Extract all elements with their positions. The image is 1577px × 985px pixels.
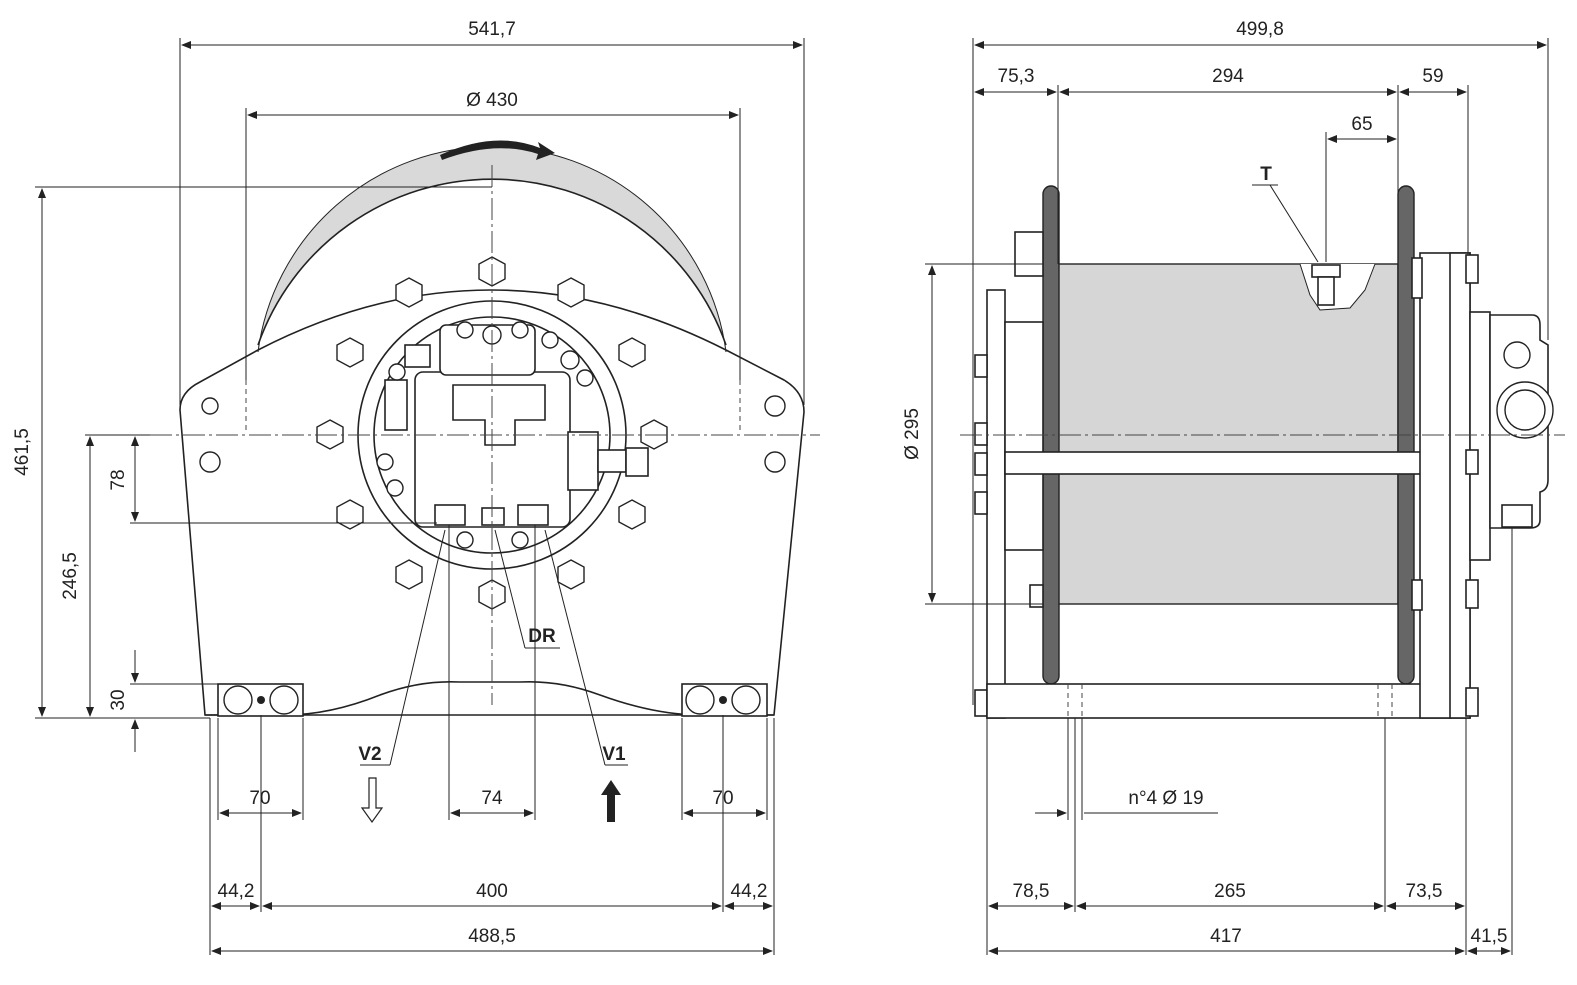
dim-base-right: 73,5: [1406, 881, 1443, 902]
label-port-t: T: [1260, 164, 1272, 185]
mounting-feet: [217, 683, 768, 717]
dim-edge-left: 44,2: [218, 881, 255, 902]
drum-crescent: [258, 146, 726, 352]
dim-base-width: 488,5: [468, 926, 516, 947]
dim-overall-width: 541,7: [468, 19, 516, 40]
label-port-v1: V1: [602, 744, 626, 765]
dim-drum-diameter-side: Ø 295: [902, 408, 923, 460]
dim-overall-height: 461,5: [12, 428, 33, 476]
base-frame: [986, 683, 1452, 719]
dim-edge-right: 44,2: [731, 881, 768, 902]
dim-base-length: 417: [1210, 926, 1242, 947]
dim-bolt-spacing: 400: [476, 881, 508, 902]
label-port-dr: DR: [528, 626, 556, 647]
dim-right-offset: 59: [1422, 66, 1443, 87]
dim-drum-length: 294: [1212, 66, 1244, 87]
dim-mounting-holes: n°4 Ø 19: [1128, 788, 1203, 809]
dim-port-spacing: 74: [481, 788, 503, 809]
dim-motor-overhang: 41,5: [1471, 926, 1508, 947]
inflow-arrow-icon: [601, 780, 621, 822]
dim-foot-left-width: 70: [249, 788, 270, 809]
drum: [1057, 263, 1399, 605]
dim-drum-diameter: Ø 430: [466, 90, 518, 111]
dim-base-left: 78,5: [1013, 881, 1050, 902]
dim-port-offset: 78: [108, 469, 129, 490]
dim-axis-height: 246,5: [60, 552, 81, 600]
label-port-v2: V2: [358, 744, 381, 765]
dim-tank-port-offset: 65: [1351, 114, 1372, 135]
dim-base-spacing: 265: [1214, 881, 1246, 902]
dim-overall-length: 499,8: [1236, 19, 1284, 40]
dim-foot-height: 30: [108, 689, 129, 710]
dim-left-offset: 75,3: [998, 66, 1035, 87]
side-view: 499,8 75,3 294 59 65 T Ø 295 n°4 Ø 19: [902, 19, 1565, 955]
outflow-arrow-icon: [360, 777, 384, 824]
rotation-arrow-icon: [440, 140, 555, 160]
front-view: 541,7 Ø 430 461,5 246,5 78 30 70 70: [12, 19, 820, 955]
